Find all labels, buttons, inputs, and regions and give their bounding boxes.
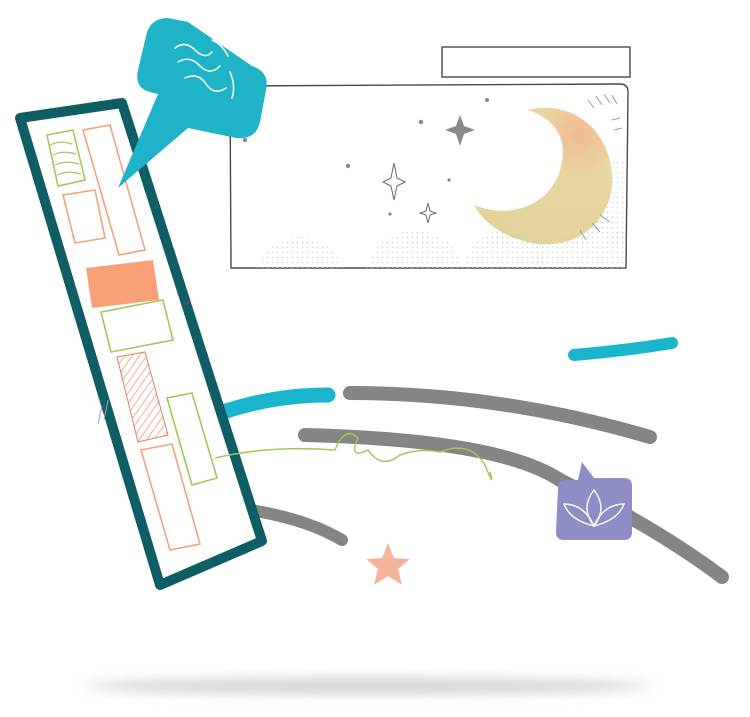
sparkle-icon [445,115,475,146]
star-icon [366,543,410,585]
star-dot [418,119,424,125]
phone-motion-lines [97,399,109,425]
star-dot [485,98,489,102]
moon-icon [474,107,613,245]
sparkle-icon [381,162,407,201]
night-sky [242,93,627,268]
moon-rays [579,93,623,241]
ground-shadow [83,678,653,694]
brush-strokes [222,386,729,584]
leaf-icon [562,488,626,528]
chat-bubble-icon [556,462,632,540]
phone-device [15,98,267,590]
star-dot [345,163,351,169]
phone-frame [15,98,267,590]
phone-screen [46,124,218,551]
window-tab [441,46,631,78]
star-dot [242,137,248,143]
green-string [214,432,493,481]
window-panel [229,46,631,269]
chat-bubble-icon [118,18,267,188]
teal-strokes [189,337,678,430]
sparkle-icon [418,202,438,224]
star-dot [388,212,392,216]
star-dot [447,178,451,182]
